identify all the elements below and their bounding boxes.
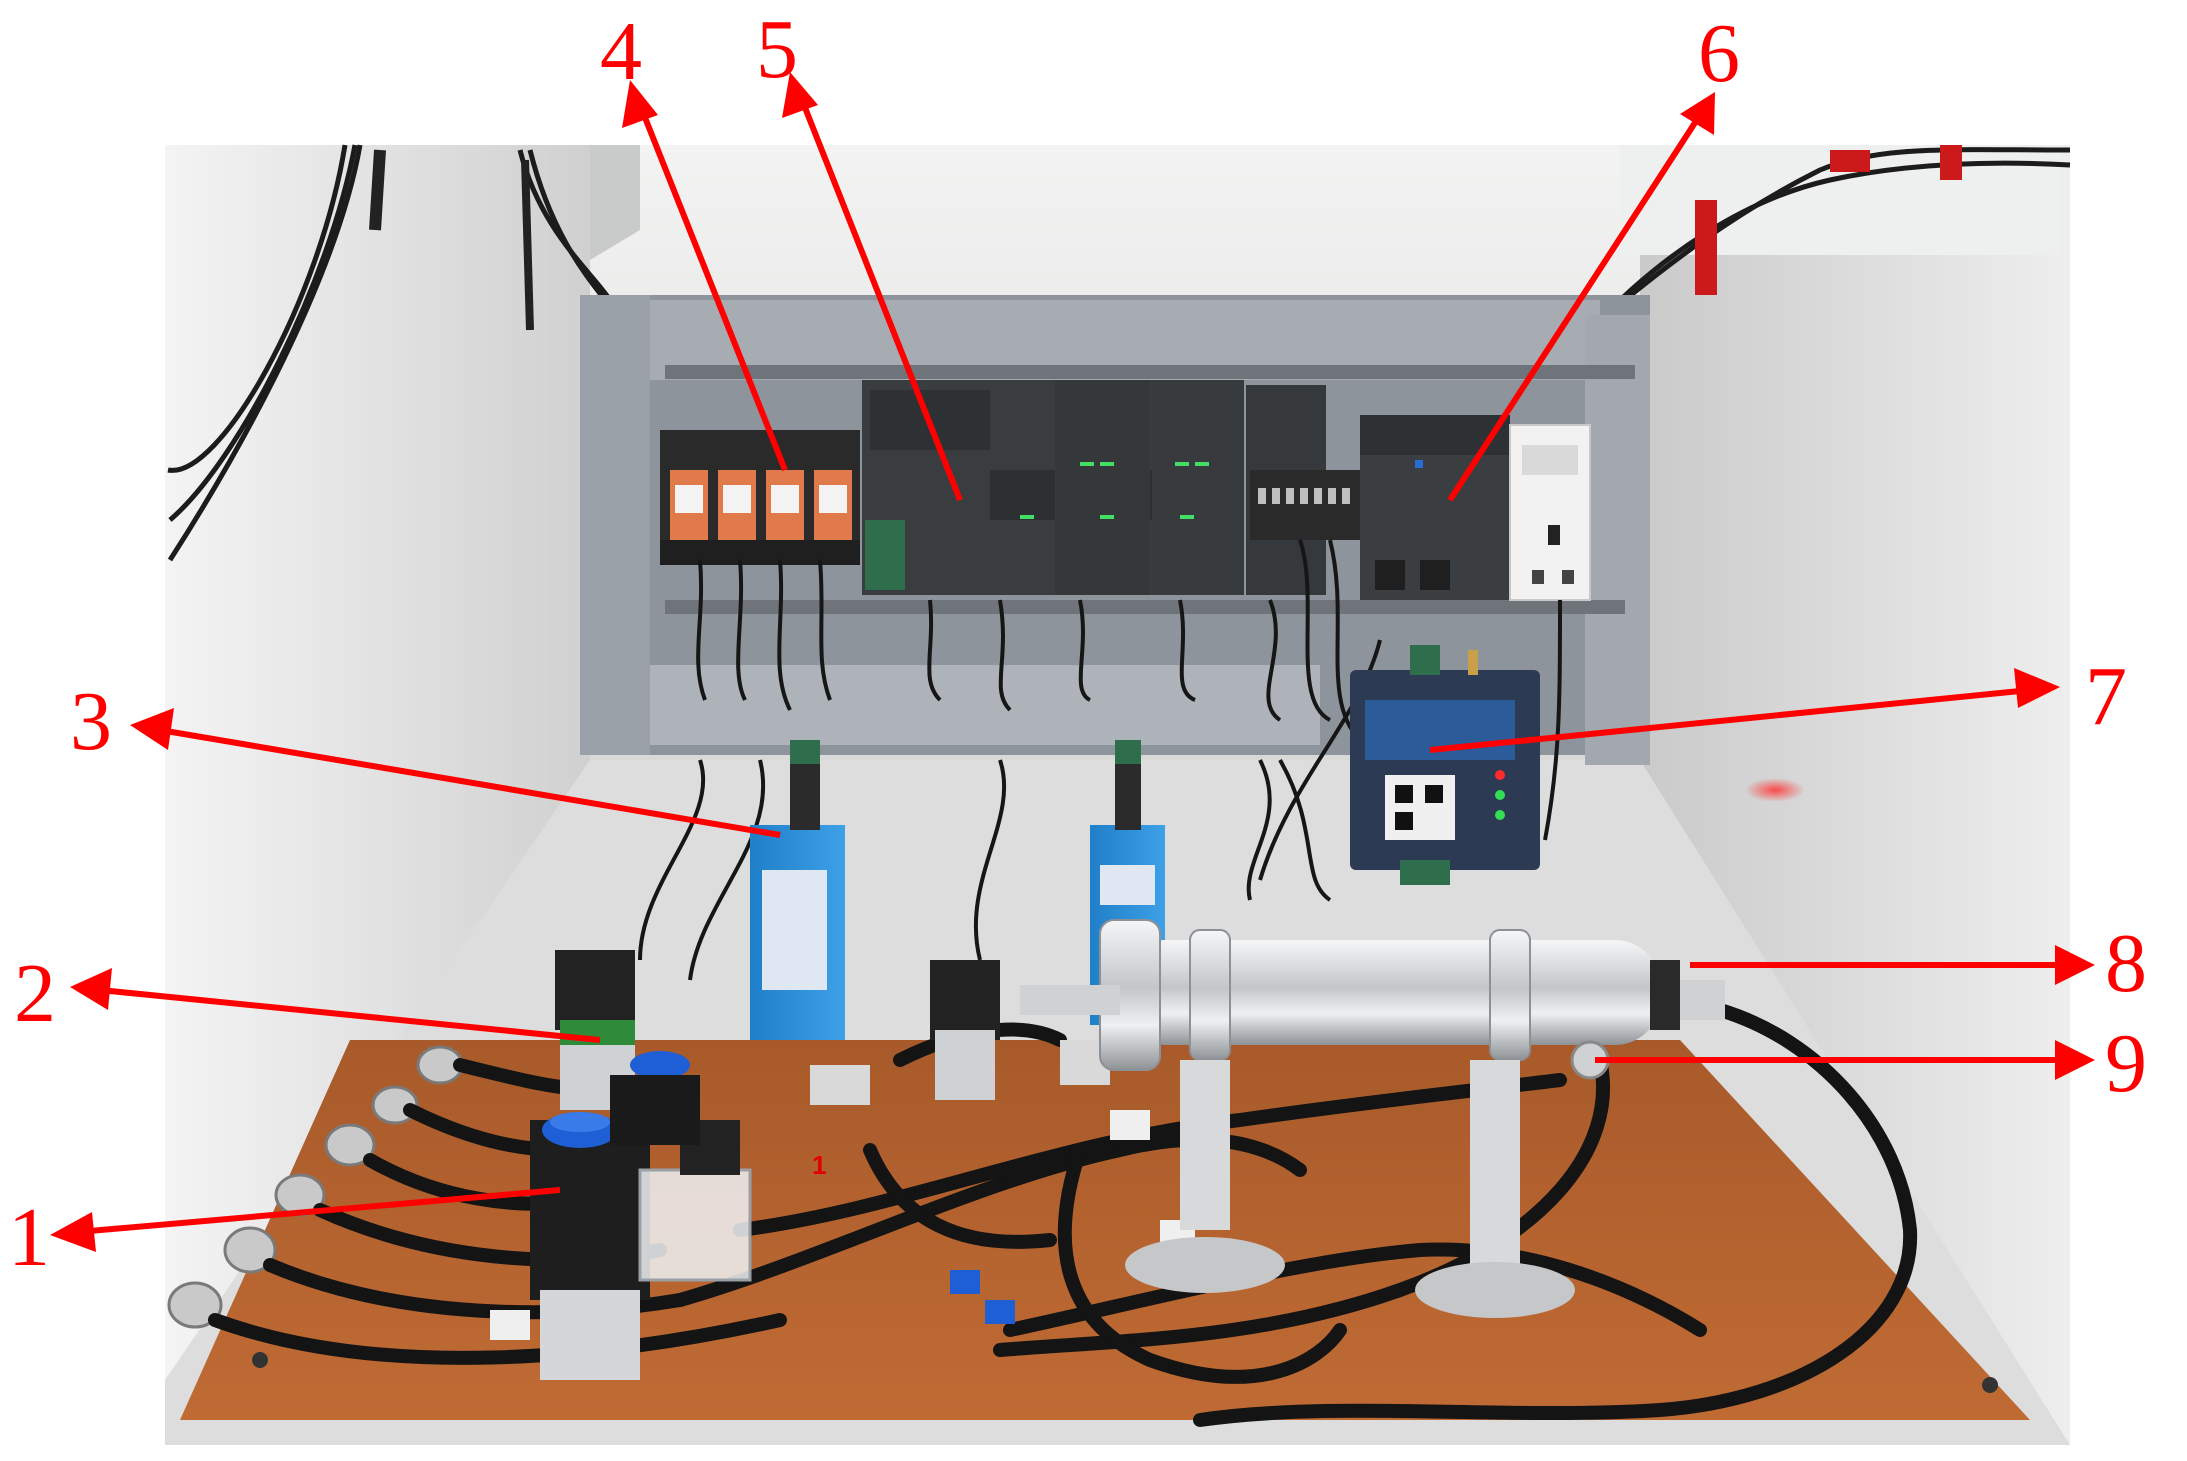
antenna-connector [1468, 650, 1478, 675]
relay [670, 470, 708, 540]
callout-number-3: 3 [70, 675, 112, 768]
din-rail-top [665, 365, 1635, 379]
laser-reflection [1745, 778, 1805, 802]
qr-code-sticker [1385, 775, 1455, 840]
plc-module-row [862, 380, 1360, 595]
callout-number-5: 5 [756, 3, 798, 96]
plc-expansion-module [1152, 380, 1244, 595]
arrow-4 [622, 80, 788, 472]
relay-bank [660, 430, 860, 565]
din-rail-bottom [665, 600, 1625, 614]
dtu-modem [1350, 645, 1540, 885]
relay [718, 470, 756, 540]
callout-number-4: 4 [600, 5, 642, 98]
arrow-6 [1447, 92, 1715, 502]
callout-number-8: 8 [2105, 917, 2147, 1010]
arrow-3 [130, 708, 781, 838]
plc-expansion-module [1055, 380, 1150, 595]
arrow-1 [50, 1187, 561, 1252]
terminal-block-strip [1250, 470, 1360, 540]
relay [766, 470, 804, 540]
valve-coil-connector [638, 1168, 752, 1282]
arrow-2 [70, 968, 601, 1043]
callout-number-6: 6 [1698, 7, 1740, 100]
top-right-wires [1598, 147, 2071, 322]
solenoid-valve-block [490, 1112, 752, 1380]
left-wall-wires [167, 144, 623, 562]
callout-number-1: 1 [8, 1191, 50, 1284]
bulkhead-fittings [167, 1045, 464, 1329]
stainless-measuring-cell [1020, 919, 1725, 1318]
solenoid-valve-small [555, 950, 700, 1145]
red-cable-tape [1695, 145, 1962, 295]
annotation-arrows [50, 72, 2095, 1252]
callout-number-9: 9 [2105, 1017, 2147, 1110]
arrow-7 [1429, 668, 2060, 753]
callout-number-2: 2 [14, 947, 56, 1040]
module-wiring [638, 539, 1562, 981]
callout-number-7: 7 [2085, 650, 2127, 743]
flow-sensor-left [750, 740, 845, 1055]
cabinet-left-wall [165, 145, 590, 1380]
arrow-9 [1595, 1040, 2095, 1080]
cabinet-right-wall [1640, 145, 2070, 1445]
circuit-breaker [1509, 424, 1591, 601]
arrow-5 [782, 72, 963, 502]
arrow-8 [1690, 945, 2095, 985]
relay [814, 470, 852, 540]
board-mark: 1 [812, 1150, 827, 1180]
